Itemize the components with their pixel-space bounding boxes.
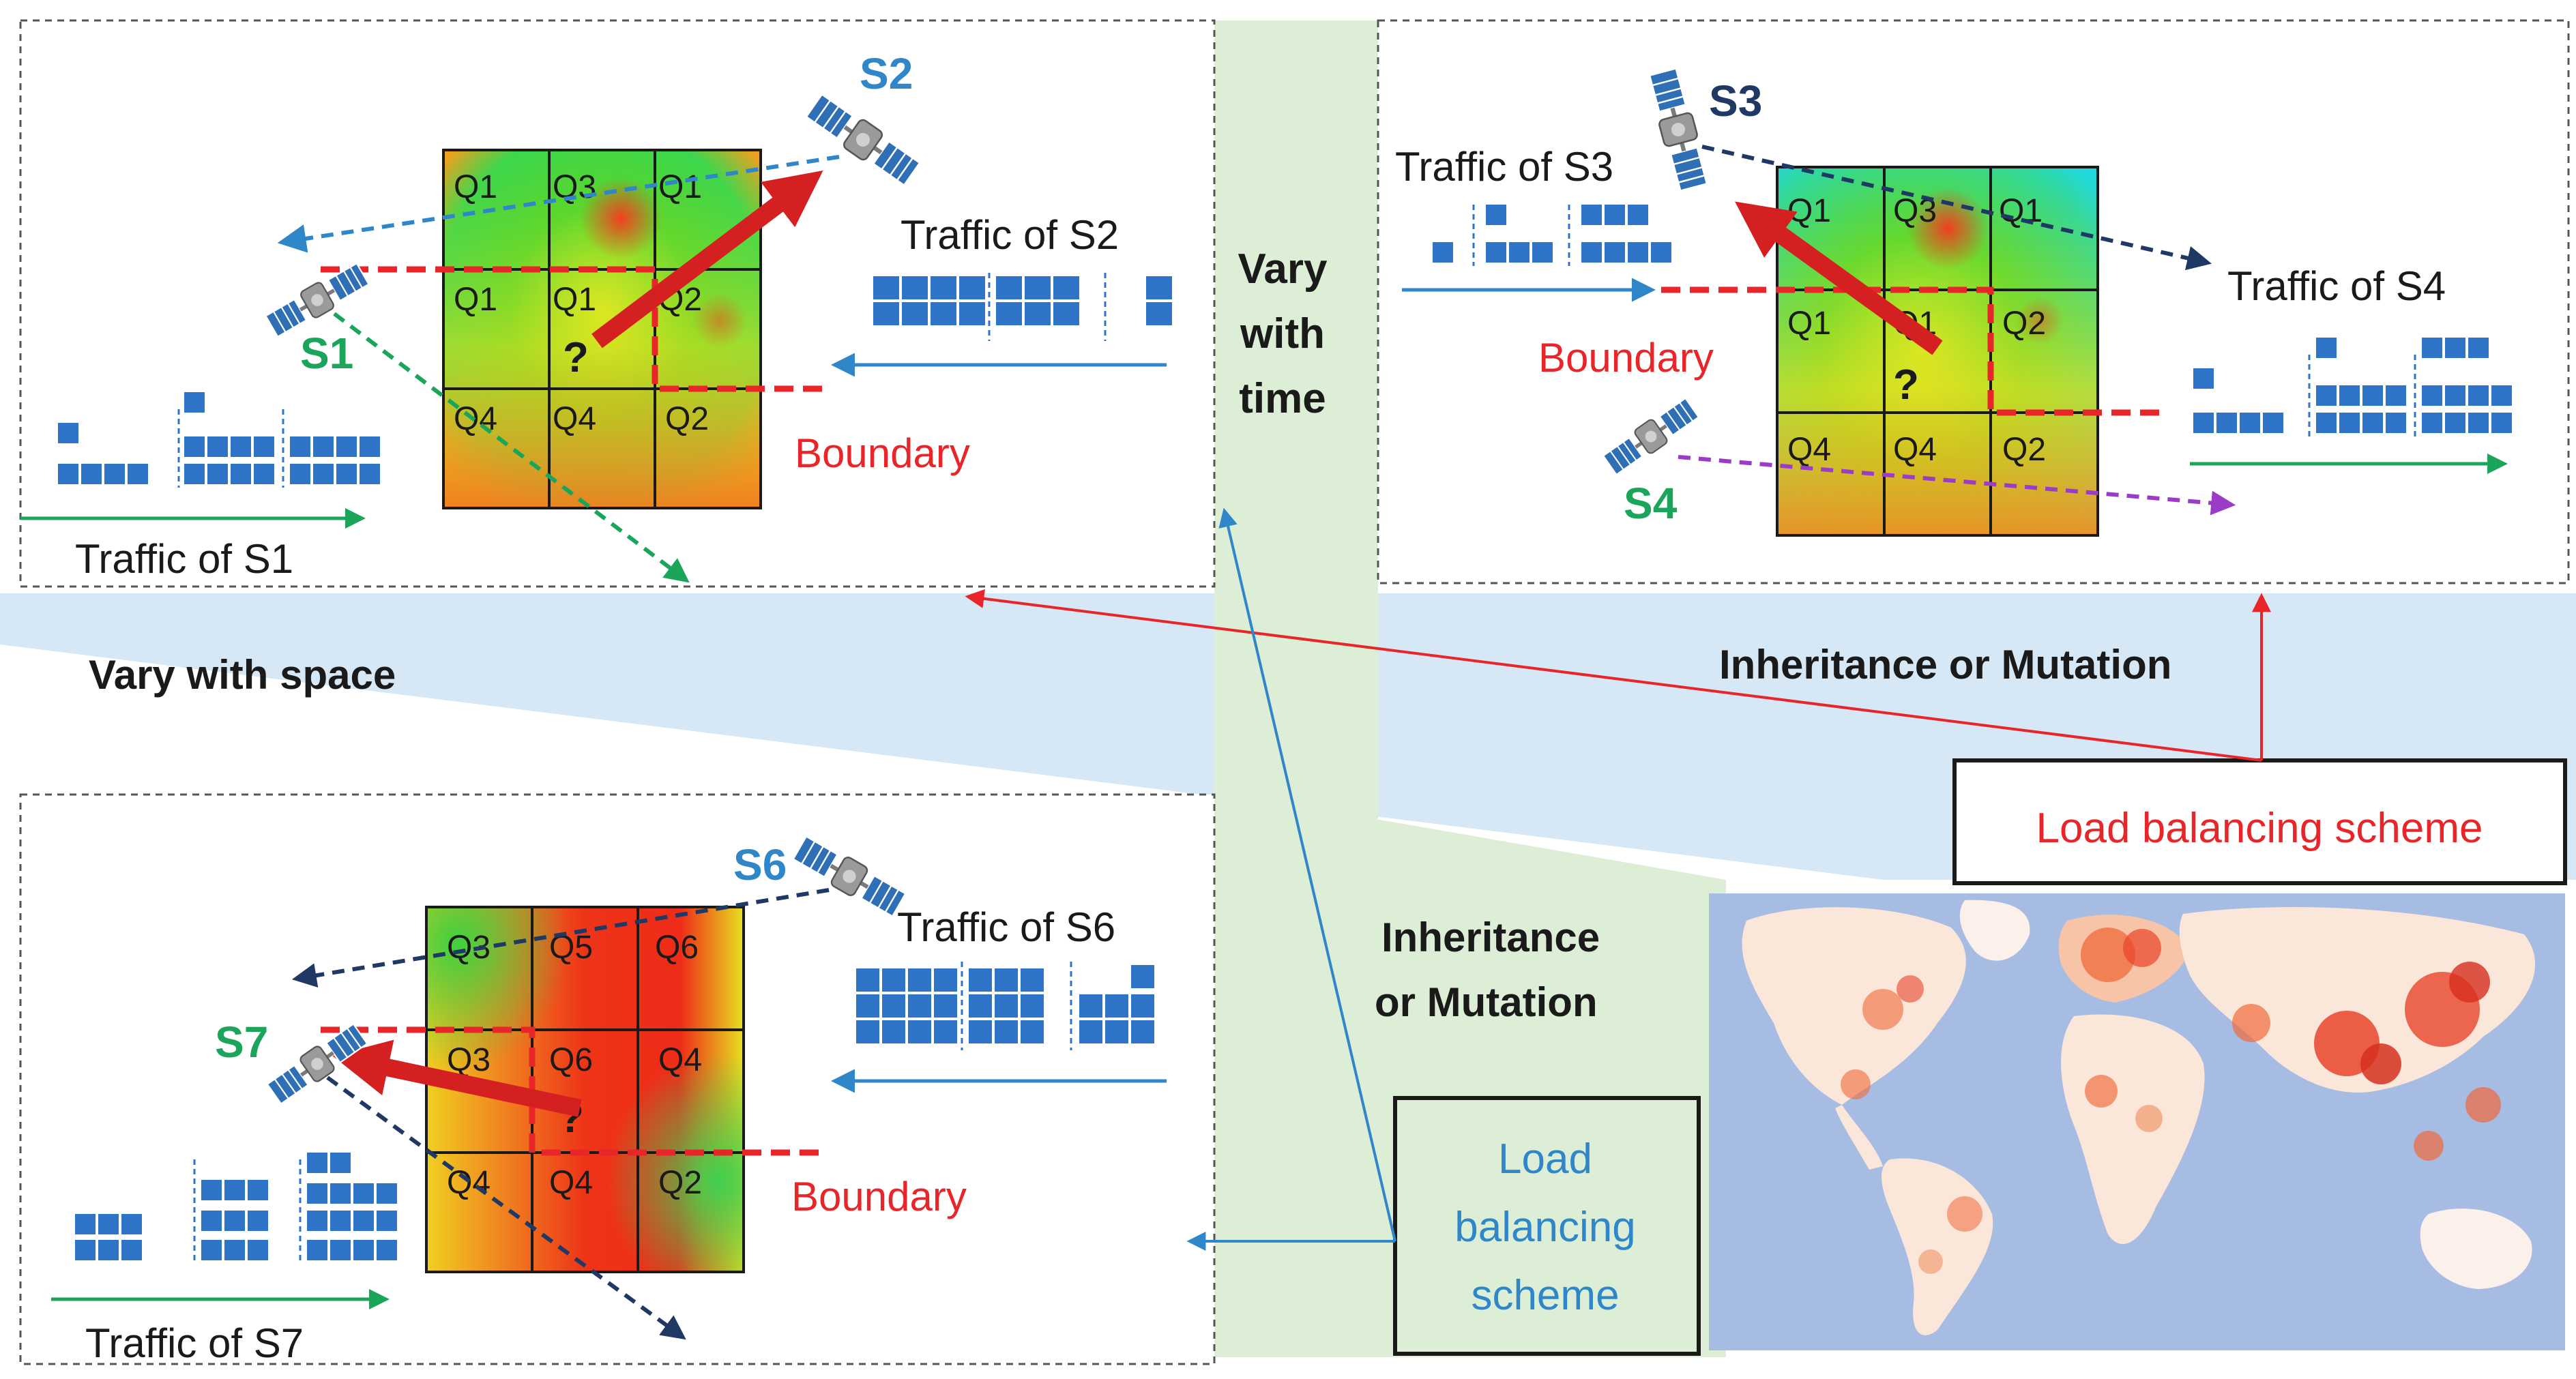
grid-cell: Q2: [665, 401, 709, 437]
traffic-label-s2: Traffic of S2: [901, 212, 1119, 258]
grid-cell: Q3: [553, 169, 596, 205]
traffic-label-s7: Traffic of S7: [85, 1320, 304, 1366]
grid-cell: Q3: [447, 1042, 491, 1078]
handover-arrow: [1735, 201, 1943, 355]
grid-cell: Q4: [549, 1165, 593, 1201]
grid-cell: Q2: [658, 1165, 702, 1201]
grid-cell: Q1: [1999, 193, 2043, 229]
grid-cell: Q2: [2002, 432, 2046, 468]
handover-arrow: [332, 1039, 582, 1117]
link-s3: [1701, 145, 2212, 271]
traffic-queue-s7: [75, 1153, 397, 1260]
time-arrow: [1218, 507, 1396, 1242]
load-balancing-scheme-label: Load balancing scheme: [2036, 805, 2483, 852]
load-balancing-scheme-label: scheme: [1471, 1272, 1619, 1319]
satellite-label-s1: S1: [300, 329, 353, 378]
handover-arrow: [591, 170, 823, 349]
world-population-map: [1709, 893, 2565, 1350]
satellite-label-s6: S6: [733, 840, 787, 889]
traffic-queue-s4: [2193, 338, 2512, 433]
inheritance-mutation-label: Inheritance or Mutation: [1719, 642, 2171, 687]
load-balancing-scheme-box: [1952, 758, 2567, 885]
inheritance-mutation-label: or Mutation: [1375, 979, 1598, 1025]
traffic-label-s3: Traffic of S3: [1395, 144, 1613, 190]
link-s1: [333, 312, 690, 583]
satellite-label-s2: S2: [860, 49, 913, 98]
traffic-label-s4: Traffic of S4: [2227, 263, 2446, 309]
traffic-queue-s2: Traffic of S2: [831, 212, 1172, 377]
grid-cell: Q6: [549, 1042, 593, 1078]
link-s2: [277, 155, 840, 253]
grid-cell: Q1: [553, 282, 596, 318]
vary-with-time-label: time: [1239, 375, 1326, 422]
grid-cell: Q4: [1787, 432, 1831, 468]
grid-cell: Q4: [658, 1042, 702, 1078]
boundary-line: [1661, 286, 2163, 416]
inheritance-arrow-left: [965, 589, 2262, 762]
boundary-label: Boundary: [795, 430, 970, 476]
grid-cell: Q1: [1787, 193, 1831, 229]
load-balancing-scheme-label: Load: [1498, 1136, 1592, 1183]
grid-cell: Q1: [658, 169, 702, 205]
satellite-label-s3: S3: [1709, 76, 1762, 125]
traffic-label-s6: Traffic of S6: [897, 904, 1115, 950]
query-mark: ?: [563, 334, 589, 381]
panel-top-left: Q1 Q3 Q1 Q1 Q1 Q2 Q4 Q4 Q2 ? Boundary S2…: [19, 19, 1216, 588]
traffic-label-s1: Traffic of S1: [75, 536, 293, 582]
link-s4: [1678, 455, 2236, 516]
grid-cell: Q4: [447, 1165, 491, 1201]
grid-cell: Q6: [655, 930, 699, 966]
inheritance-mutation-label: Inheritance: [1381, 915, 1600, 960]
query-mark: ?: [1893, 361, 1919, 409]
grid-cell: Q2: [2002, 306, 2046, 342]
link-s7: [326, 1076, 686, 1340]
vary-with-time-label: Vary: [1238, 246, 1328, 293]
vary-with-space-label: Vary with space: [89, 652, 396, 698]
traffic-queue-s3: [1433, 205, 1671, 263]
grid-cell: Q1: [1787, 306, 1831, 342]
boundary-label: Boundary: [791, 1174, 967, 1219]
grid-cell: Q4: [553, 401, 596, 437]
grid-cell: Q1: [454, 169, 497, 205]
traffic-queue-s1: [58, 392, 380, 484]
grid-cell: Q1: [454, 282, 497, 318]
satellite-label-s7: S7: [215, 1018, 268, 1067]
panel-top-right: Q1 Q3 Q1 Q1 Q1 Q2 Q4 Q4 Q2 ? Boundary S3…: [1377, 19, 2570, 584]
traffic-queue-s6: [856, 965, 1154, 1043]
load-balancing-scheme-box: [1393, 1096, 1701, 1356]
boundary-label: Boundary: [1538, 335, 1714, 381]
heatmap-grid-top-right: Q1 Q3 Q1 Q1 Q1 Q2 Q4 Q4 Q2 ?: [1776, 166, 2099, 537]
grid-cell: Q4: [1893, 432, 1937, 468]
panel-bottom-left: Q3 Q5 Q6 Q3 Q6 Q4 Q4 Q4 Q2 ? Boundary S6…: [19, 793, 1216, 1366]
link-s6: [291, 888, 830, 988]
satellite-label-s4: S4: [1624, 479, 1678, 528]
vary-with-time-label: with: [1240, 310, 1325, 357]
load-balancing-scheme-label: balancing: [1454, 1204, 1635, 1251]
heatmap-grid-bottom-left: Q3 Q5 Q6 Q3 Q6 Q4 Q4 Q4 Q2 ?: [425, 906, 745, 1273]
